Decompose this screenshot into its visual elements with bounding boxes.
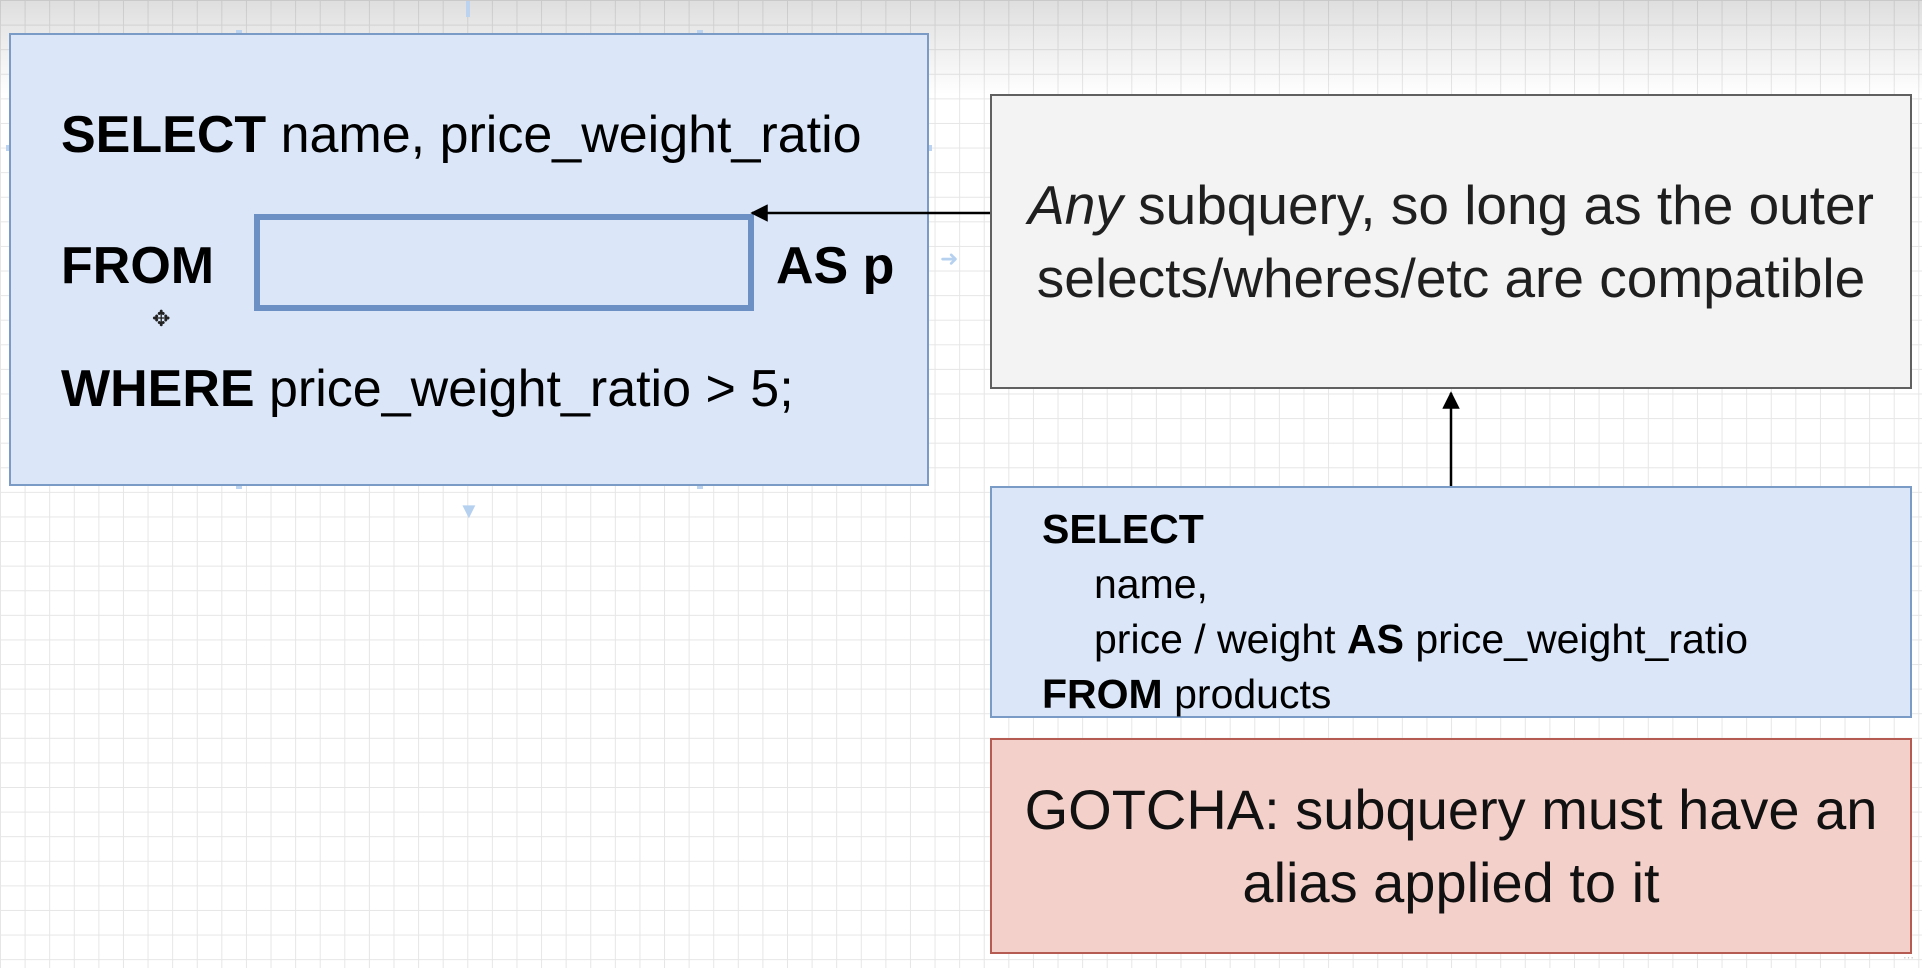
where-condition: price_weight_ratio > 5;	[269, 360, 794, 418]
connect-arrow-down-icon[interactable]: ▼	[458, 498, 480, 523]
subquery-select-keyword: SELECT	[1042, 506, 1204, 552]
connect-arrow-right-icon[interactable]: ➜	[940, 246, 959, 271]
where-line: WHERE price_weight_ratio > 5;	[61, 359, 794, 419]
resize-handle-br[interactable]	[697, 483, 703, 489]
subquery-table: products	[1174, 671, 1332, 717]
note-emphasis: Any	[1028, 173, 1123, 236]
select-keyword: SELECT	[61, 106, 267, 164]
note-text: Any subquery, so long as the outer selec…	[1012, 169, 1890, 315]
move-cursor-icon: ✥	[152, 306, 171, 331]
select-columns: name, price_weight_ratio	[280, 106, 862, 164]
select-line: SELECT name, price_weight_ratio	[61, 105, 862, 165]
from-line: FROM	[61, 236, 214, 296]
main-query-box[interactable]: SELECT name, price_weight_ratio FROM AS …	[9, 33, 929, 486]
from-keyword: FROM	[61, 237, 215, 295]
alias-text: AS p	[776, 237, 895, 295]
gotcha-note[interactable]: GOTCHA: subquery must have an alias appl…	[990, 738, 1912, 954]
ratio-expression: price / weight	[1094, 616, 1336, 662]
subquery-from-keyword: FROM	[1042, 671, 1163, 717]
ratio-alias: price_weight_ratio	[1415, 616, 1749, 662]
subquery-box[interactable]: SELECT name, price / weight AS price_wei…	[990, 486, 1912, 718]
resize-handle-bl[interactable]	[236, 483, 242, 489]
compatibility-note[interactable]: Any subquery, so long as the outer selec…	[990, 94, 1912, 389]
as-keyword: AS	[1346, 616, 1404, 662]
watermark: ⋯	[1903, 952, 1914, 964]
resize-handle-right[interactable]	[926, 145, 932, 151]
subquery-column-ratio: price / weight AS price_weight_ratio	[1042, 612, 1910, 667]
subquery-from-line: FROM products	[1042, 667, 1910, 722]
where-keyword: WHERE	[61, 360, 255, 418]
note-body: subquery, so long as the outer selects/w…	[1036, 173, 1874, 309]
resize-handle-top[interactable]	[466, 1, 470, 17]
gotcha-text: GOTCHA: subquery must have an alias appl…	[1024, 778, 1878, 914]
subquery-placeholder[interactable]	[254, 214, 754, 311]
subquery-column-name: name,	[1094, 561, 1208, 607]
